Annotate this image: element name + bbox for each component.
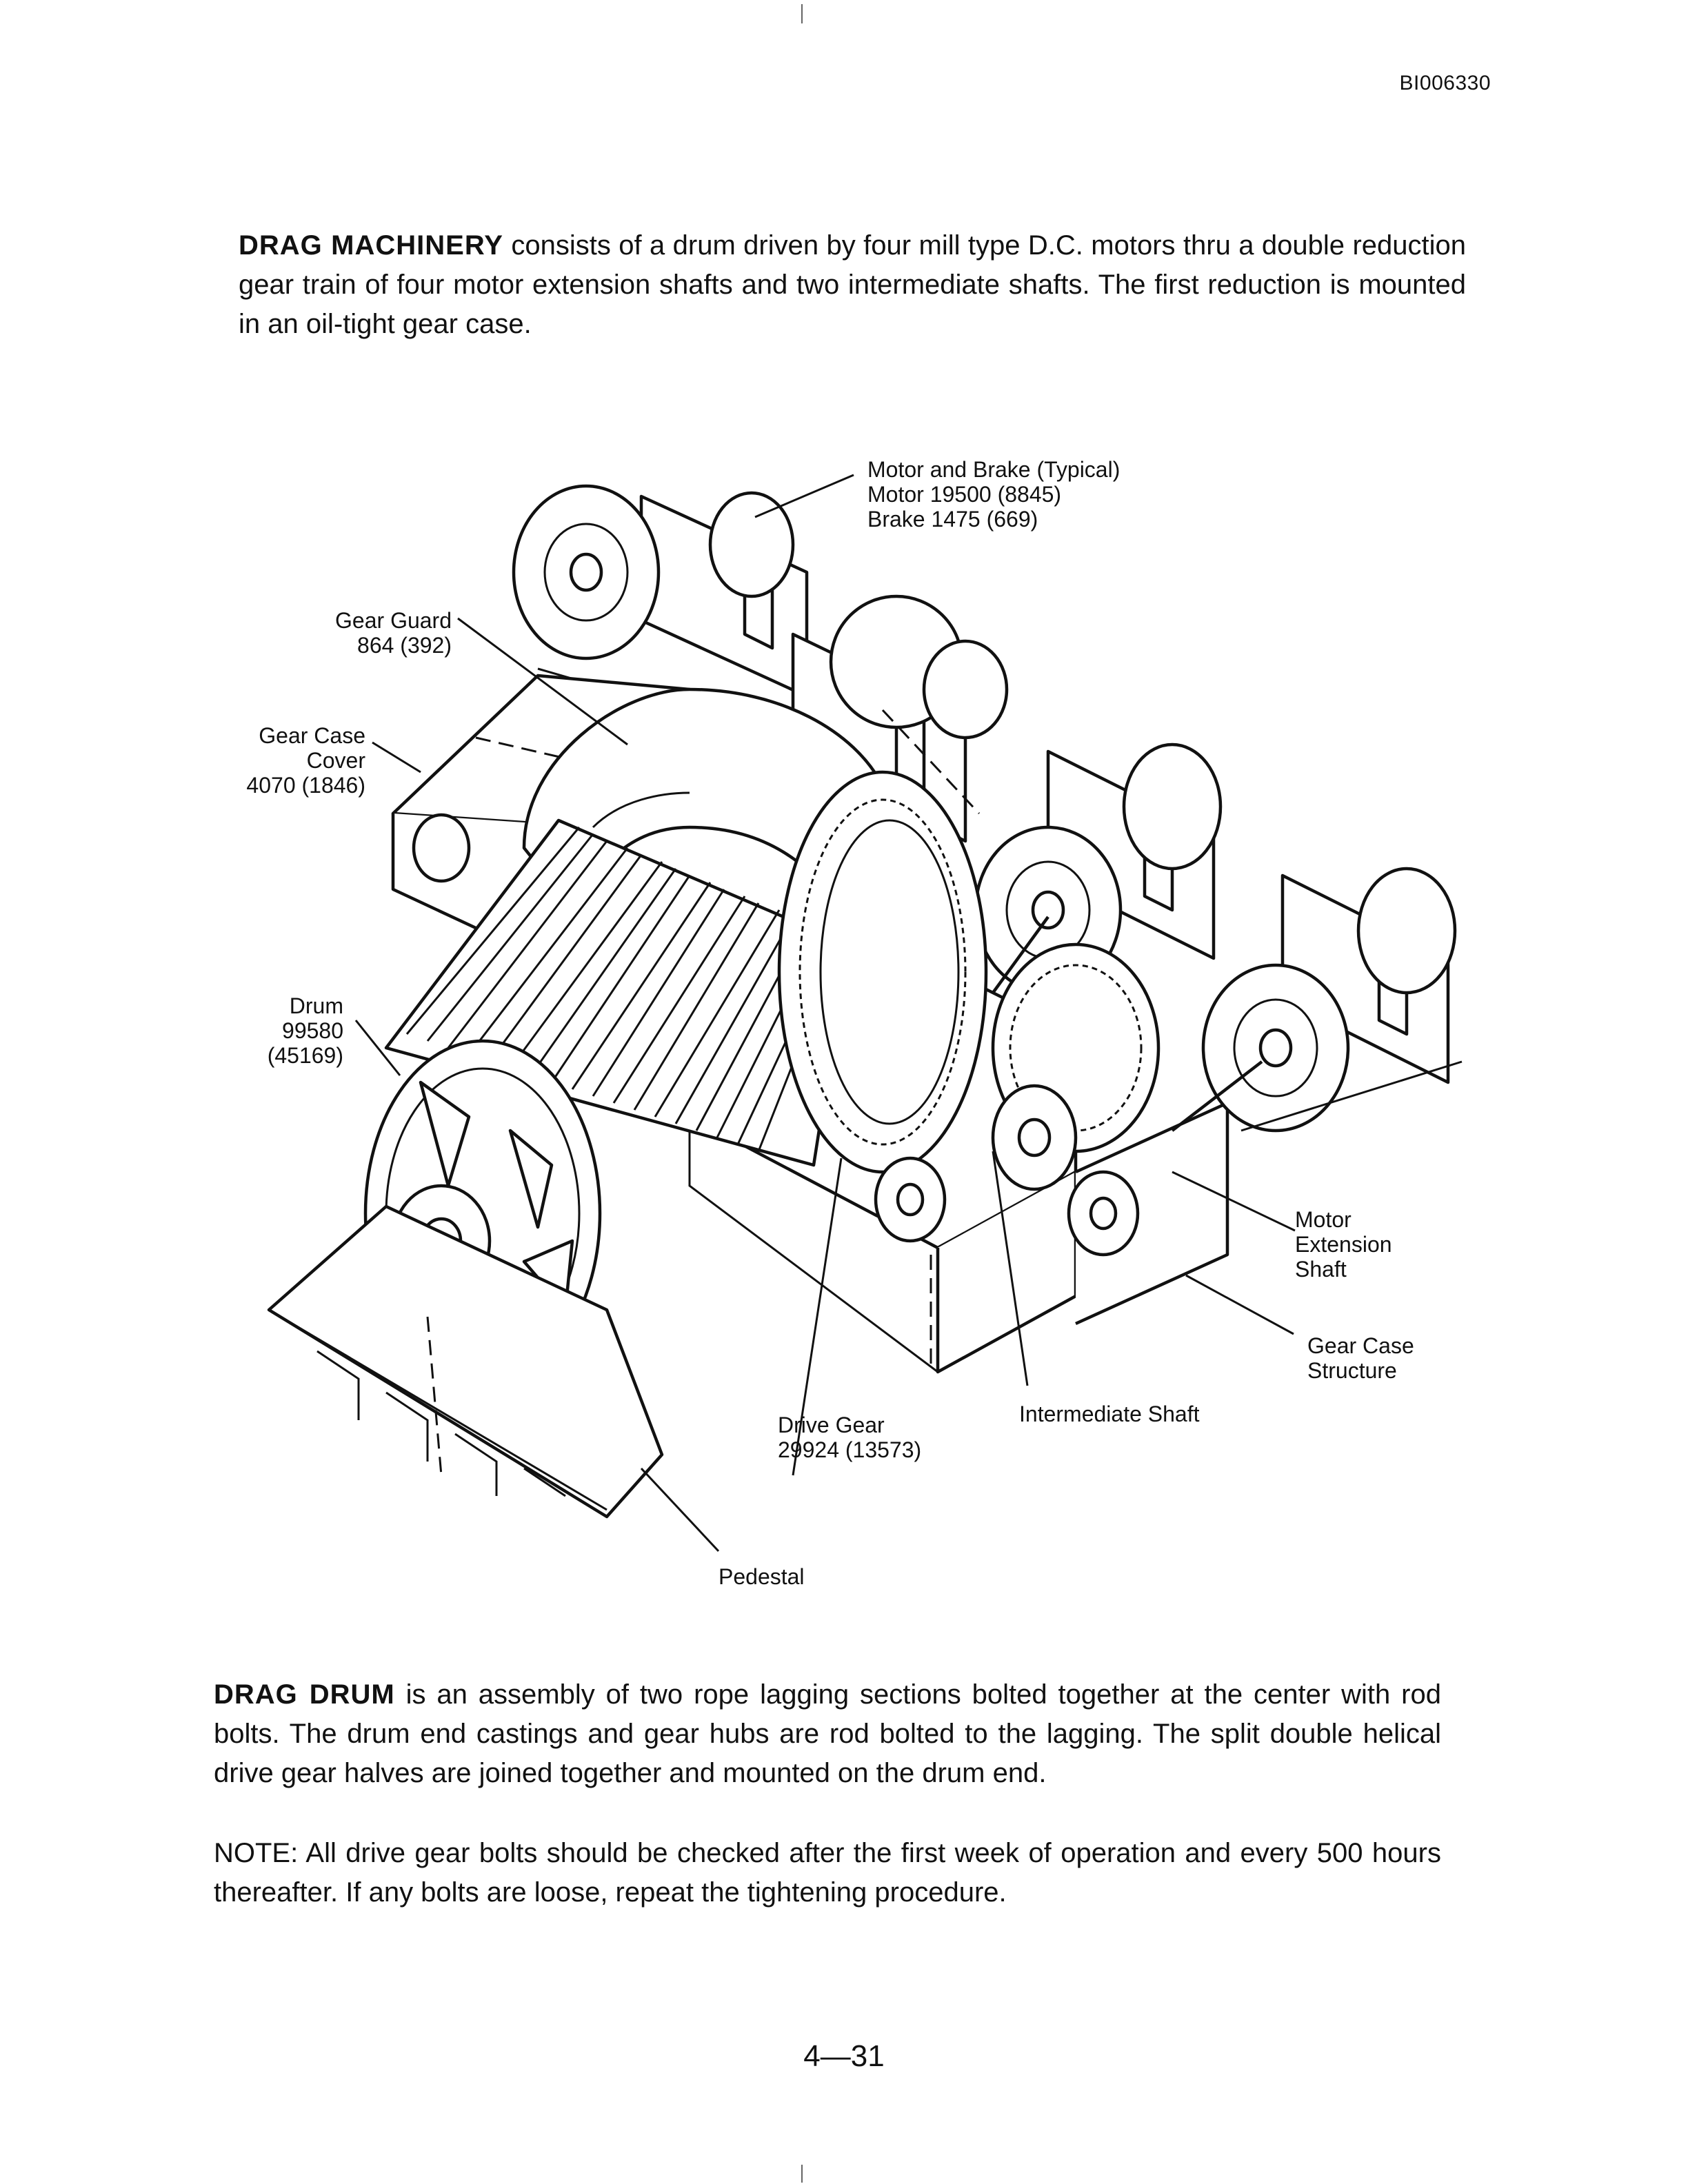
note-paragraph: NOTE: All drive gear bolts should be che… xyxy=(214,1838,1441,1908)
motor-4 xyxy=(1201,867,1463,1133)
intermediate-gear xyxy=(991,942,1160,1191)
label-motor-ext-2: Extension xyxy=(1295,1232,1392,1257)
scan-mark-bottom xyxy=(801,2165,803,2183)
label-motor-ext-1: Motor xyxy=(1295,1207,1352,1232)
document-id: BI006330 xyxy=(1399,72,1491,94)
label-gear-case-cover-3: 4070 (1846) xyxy=(246,773,365,798)
leader-lines xyxy=(354,474,1296,1553)
label-gear-guard-2: 864 (392) xyxy=(357,633,452,658)
scan-mark-top xyxy=(801,4,803,23)
label-gear-case-structure-1: Gear Case xyxy=(1307,1333,1414,1358)
intro-paragraph: DRAG MACHINERY consists of a drum driven… xyxy=(239,226,1466,344)
callout-labels: Motor and Brake (Typical) Motor 19500 (8… xyxy=(246,457,1414,1589)
label-gear-case-cover-1: Gear Case xyxy=(259,723,365,748)
label-motor-brake-1: Motor and Brake (Typical) xyxy=(867,457,1120,482)
motor-extension-shafts xyxy=(874,916,1263,1257)
drag-drum-paragraph: DRAG DRUM is an assembly of two rope lag… xyxy=(214,1675,1441,1793)
label-pedestal: Pedestal xyxy=(719,1564,805,1589)
page-number: 4—31 xyxy=(803,2039,885,2073)
label-drum-1: Drum xyxy=(290,993,343,1018)
label-drive-gear-2: 29924 (13573) xyxy=(778,1437,921,1462)
motor-1 xyxy=(512,484,809,746)
label-motor-ext-3: Shaft xyxy=(1295,1257,1347,1282)
drag-machinery-diagram: Motor and Brake (Typical) Motor 19500 (8… xyxy=(246,457,1463,1589)
label-drum-3: (45169) xyxy=(268,1043,343,1068)
intro-text: consists of a drum driven by four mill t… xyxy=(239,230,1466,339)
label-drum-2: 99580 xyxy=(282,1018,343,1043)
label-intermediate-shaft: Intermediate Shaft xyxy=(1019,1402,1200,1426)
label-gear-case-cover-2: Cover xyxy=(307,748,366,773)
intro-lead: DRAG MACHINERY xyxy=(239,230,503,261)
drive-gear xyxy=(777,770,988,1174)
label-drive-gear-1: Drive Gear xyxy=(778,1413,885,1437)
drag-drum-text: is an assembly of two rope lagging secti… xyxy=(214,1679,1441,1788)
label-motor-brake-2: Motor 19500 (8845) xyxy=(867,482,1061,507)
motor-3 xyxy=(974,742,1223,995)
label-motor-brake-3: Brake 1475 (669) xyxy=(867,507,1038,532)
label-gear-case-structure-2: Structure xyxy=(1307,1358,1397,1383)
label-gear-guard-1: Gear Guard xyxy=(335,608,452,633)
drag-drum-lead: DRAG DRUM xyxy=(214,1679,395,1710)
pedestal xyxy=(267,1204,664,1519)
